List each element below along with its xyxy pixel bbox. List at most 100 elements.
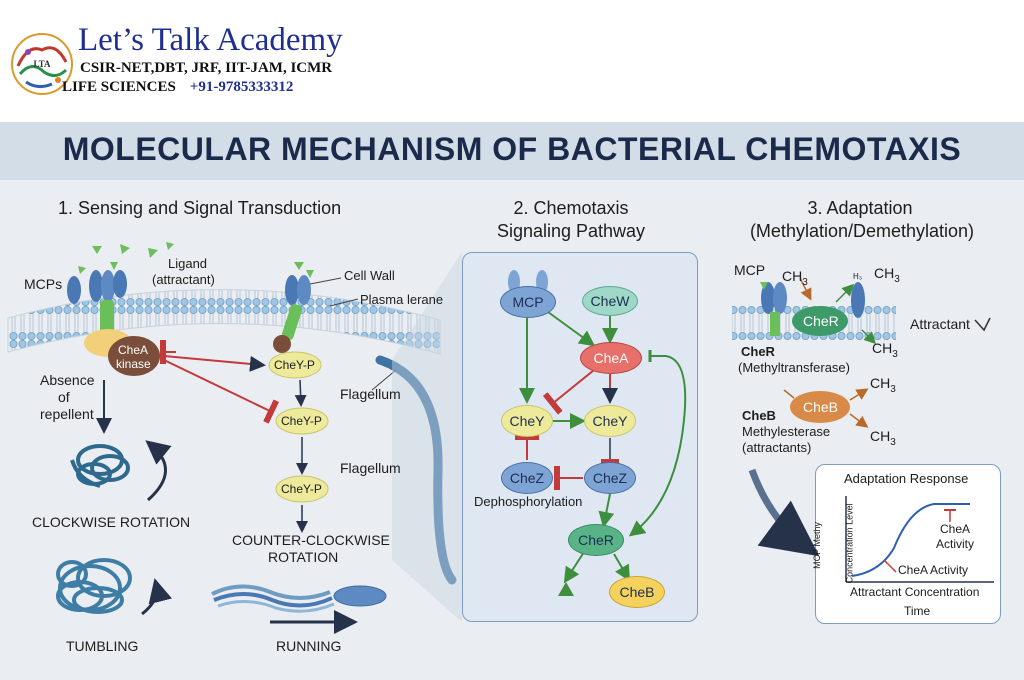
chea-inhibit-line <box>163 359 280 424</box>
pathway-chew-node: CheW <box>582 286 638 316</box>
ch3-text-3: CH <box>872 340 893 356</box>
ch3-arrow-3 <box>861 329 877 345</box>
cheyp-label-3: CheY-P <box>281 482 322 496</box>
ch3-label-2: CH3 <box>874 265 900 286</box>
brand-subject: LIFE SCIENCES <box>62 79 176 95</box>
ch3-sub-2: 3 <box>894 273 900 285</box>
graph-time-label: Time <box>904 604 931 618</box>
ch3-arrow-2 <box>835 283 855 303</box>
zoom-callout <box>392 252 462 622</box>
brand-title: Let’s Talk Academy <box>78 22 343 58</box>
cheb-pointer <box>783 389 795 399</box>
flagellum-leader <box>371 369 397 391</box>
cheyp-node-3 <box>275 475 329 503</box>
section1-title: 1. Sensing and Signal Transduction <box>58 198 342 218</box>
ch3-text-1: CH <box>782 268 803 284</box>
tumbling-arrow-icon <box>141 578 172 616</box>
cheyp-arrow-1 <box>294 379 307 407</box>
academy-logo-icon: LTA <box>11 33 73 95</box>
ch3-sub-5: 3 <box>890 436 896 448</box>
ch3-sub-4: 3 <box>890 383 896 395</box>
feedback-arrow <box>628 355 687 537</box>
flagellum-label-1: Flagellum <box>340 386 401 402</box>
graph-xlabel: Attractant Concentration <box>850 585 980 599</box>
chez-to-cher-arrow <box>598 493 615 528</box>
adaptation-flow-arrow <box>748 468 820 557</box>
attractant-label: Attractant <box>910 316 970 332</box>
ch3-label-5: CH3 <box>870 428 896 449</box>
ch3-arrow-1 <box>799 277 812 301</box>
section2-title-line2: Signaling Pathway <box>496 221 646 241</box>
ch3-text-4: CH <box>870 375 891 391</box>
dephosphorylation-label: Dephosphorylation <box>474 494 583 509</box>
ch3-sub-1: 3 <box>802 276 808 288</box>
logo-text: LTA <box>33 59 51 69</box>
cher-to-triangle-arrow <box>563 551 585 584</box>
ch3-text-5: CH <box>870 428 891 444</box>
cheyp-node-2 <box>275 407 329 435</box>
graph-ylabel-2: Concentration Level <box>844 503 855 584</box>
section2-title-line1: 2. Chemotaxis <box>513 198 629 218</box>
mcps-label: MCPs <box>24 276 63 292</box>
brand-exams: CSIR-NET,DBT, JRF, IIT-JAM, ICMR <box>80 60 333 76</box>
cher-to-cheb-arrow <box>613 553 631 582</box>
tumbling-label: TUMBLING <box>66 638 139 654</box>
pathway-cheb-node: CheB <box>609 576 665 608</box>
graph-ylabel-1: MCP Methy <box>812 521 823 569</box>
cheyp-label-2: CheY-P <box>281 414 322 428</box>
running-bacterium-icon <box>211 584 387 613</box>
plasma-membrane-label: Plasma lerane <box>360 292 444 307</box>
absence-label-2: of <box>58 389 70 405</box>
pathway-chez-right-node: CheZ <box>584 462 636 494</box>
absence-label-3: repellent <box>40 406 94 422</box>
ch3-text-2: CH <box>874 265 895 281</box>
cheb-desc-label-1: Methylesterase <box>742 424 831 439</box>
ccw-rotation-label-2: ROTATION <box>268 549 339 565</box>
absence-label-1: Absence <box>40 372 95 388</box>
ligand-label: Ligand <box>168 256 208 271</box>
header: LTA Let’s Talk Academy CSIR-NET,DBT, JRF… <box>0 0 1024 120</box>
brand-contact: LIFE SCIENCES +91-9785333312 <box>62 79 293 96</box>
graph-chea-label-2: Activity <box>936 537 975 551</box>
mcp-to-chea-arrow <box>547 311 596 347</box>
graph-curve <box>851 503 970 577</box>
brand-phone: +91-9785333312 <box>189 79 294 95</box>
tumbling-tangle-icon <box>56 558 132 614</box>
graph-chea-label-3: CheA Activity <box>898 563 969 577</box>
ccw-rotation-label-1: COUNTER-CLOCKWISE <box>232 532 390 548</box>
ligand-attractant-label: (attractant) <box>152 272 215 287</box>
pathway-box <box>462 252 698 622</box>
page-title: MOLECULAR MECHANISM OF BACTERIAL CHEMOTA… <box>62 131 962 167</box>
plasma-leader <box>329 298 359 307</box>
ch3-label-1: CH3 <box>782 268 808 289</box>
cheb-ch3-arrow-2 <box>849 413 869 428</box>
chea-to-cheyp-arrow <box>163 355 266 372</box>
cheyp-label-1: CheY-P <box>274 358 315 372</box>
graph-title: Adaptation Response <box>844 471 969 486</box>
h3-small-label: H₃ <box>853 272 863 281</box>
cher-desc-label: (Methyltransferase) <box>738 360 850 375</box>
methyl-triangle-icon <box>558 582 574 596</box>
pathway-cher-node: CheR <box>568 524 624 556</box>
adapt-cher-label: CheR <box>803 313 839 329</box>
cher-bold-label: CheR <box>741 344 775 359</box>
cell-wall-label: Cell Wall <box>344 268 395 283</box>
title-banner <box>0 122 1024 180</box>
cheb-desc-label-2: (attractants) <box>742 440 812 455</box>
ch3-sub-3: 3 <box>892 348 898 360</box>
graph-chea-label-1: CheA <box>940 522 971 536</box>
pathway-chez-left-node: CheZ <box>501 462 553 494</box>
chea-label: CheA <box>118 343 149 357</box>
chea-kinase-label: kinase <box>116 357 151 371</box>
cher-membrane-node <box>792 306 848 336</box>
ligand-triangles <box>78 242 174 274</box>
cheb-ch3-arrow-1 <box>849 388 869 401</box>
ch3-label-4: CH3 <box>870 375 896 396</box>
receptor-right <box>273 262 314 353</box>
running-label: RUNNING <box>276 638 342 654</box>
pathway-mcp-node: MCP <box>500 286 556 318</box>
section3-title-line2: (Methylation/Demethylation) <box>749 221 975 241</box>
adapt-cheb-label: CheB <box>803 399 839 415</box>
ch3-label-3: CH3 <box>872 340 898 361</box>
